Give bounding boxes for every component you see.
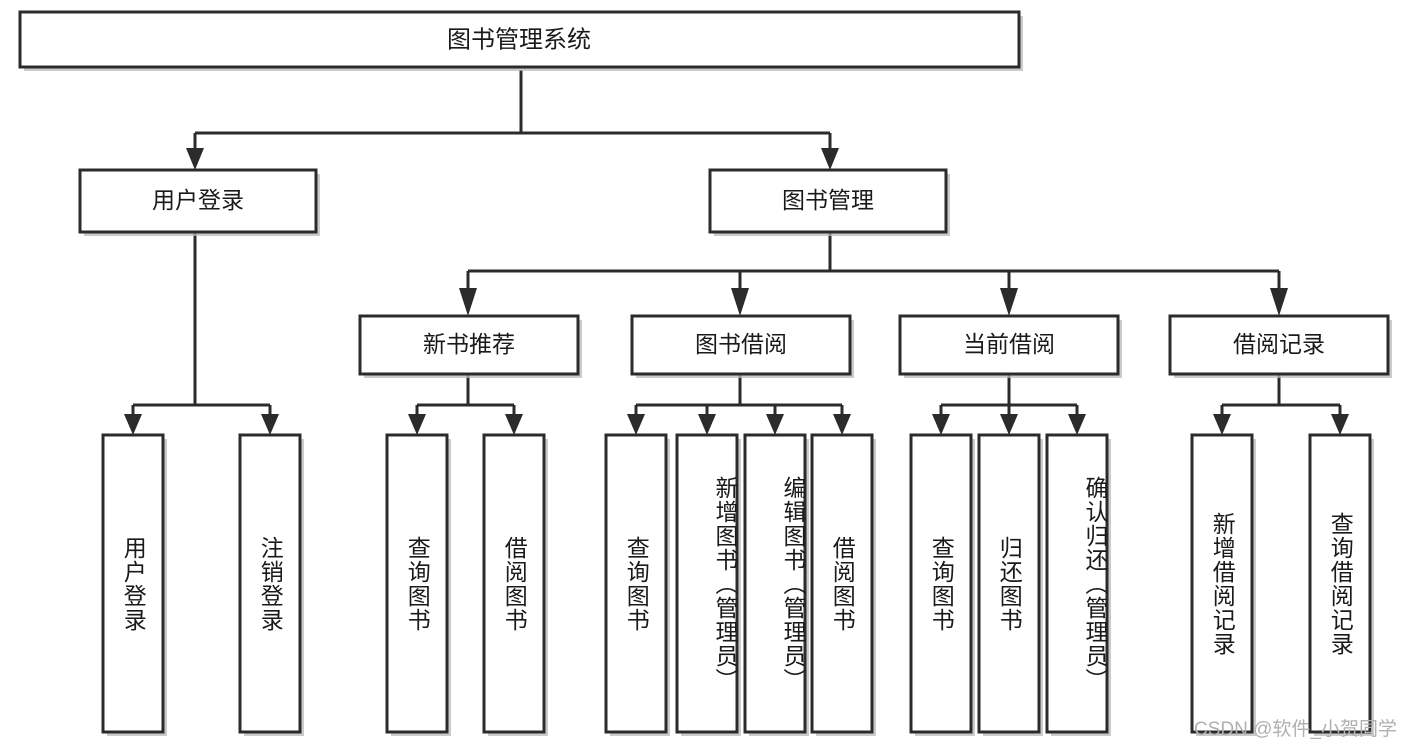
node-user-login-box[interactable]	[78, 168, 318, 234]
node-borrow-record-label: 借阅记录	[1233, 331, 1325, 357]
node-leaf-user-logout[interactable]	[238, 433, 304, 736]
connector-bookborrow-to-leaves	[634, 375, 844, 418]
node-leaf-add-record[interactable]	[1190, 433, 1256, 736]
node-current-borrow[interactable]: 当前借阅	[898, 314, 1122, 378]
arrow-head-current-borrow	[1000, 288, 1018, 316]
node-leaf-query-book-1-box[interactable]	[385, 433, 449, 734]
node-leaf-query-book-2[interactable]	[604, 433, 670, 736]
node-leaf-add-record-box[interactable]	[1190, 433, 1254, 734]
node-book-borrow[interactable]: 图书借阅	[630, 314, 854, 378]
arrow-head-leaf-query-book-2	[627, 414, 645, 435]
node-new-book-recommend-box[interactable]	[358, 314, 580, 376]
csdn-watermark: CSDN @软件_小贺同学	[1194, 719, 1397, 740]
node-leaf-add-book-box[interactable]	[675, 433, 739, 734]
node-leaf-user-logout-box[interactable]	[238, 433, 302, 734]
arrow-head-new-book-recommend	[459, 288, 477, 316]
node-book-manage-box[interactable]	[708, 168, 948, 234]
arrow-head-leaf-query-book-3	[932, 414, 950, 435]
node-leaf-user-login-box[interactable]	[101, 433, 165, 734]
arrow-head-leaf-user-logout	[261, 414, 279, 435]
node-new-book-recommend-label: 新书推荐	[423, 331, 515, 357]
arrow-head-leaf-user-login	[124, 414, 142, 435]
node-leaf-query-book-3-box[interactable]	[909, 433, 973, 734]
node-book-manage[interactable]: 图书管理	[708, 168, 950, 236]
connector-newbook-to-leaves	[415, 375, 516, 418]
arrow-head-leaf-borrow-book-2	[833, 414, 851, 435]
connector-root-to-level2	[193, 70, 832, 150]
connector-bookmanage-to-level3	[466, 232, 1281, 290]
node-leaf-confirm-return[interactable]	[1045, 433, 1111, 736]
node-leaf-borrow-book-2[interactable]	[810, 433, 876, 736]
node-root-label: 图书管理系统	[447, 26, 591, 53]
node-current-borrow-box[interactable]	[898, 314, 1120, 376]
node-book-borrow-box[interactable]	[630, 314, 852, 376]
arrow-head-user-login	[186, 148, 204, 170]
arrow-head-leaf-add-record	[1213, 414, 1231, 435]
arrow-head-book-borrow	[731, 288, 749, 316]
node-user-login[interactable]: 用户登录	[78, 168, 320, 236]
node-book-manage-label: 图书管理	[782, 187, 874, 213]
arrow-head-leaf-query-book-1	[408, 414, 426, 435]
connector-layer	[124, 70, 1349, 435]
node-current-borrow-label: 当前借阅	[963, 331, 1055, 357]
node-leaf-return-book[interactable]	[977, 433, 1043, 736]
arrow-head-borrow-record	[1270, 288, 1288, 316]
node-leaf-query-record-box[interactable]	[1308, 433, 1372, 734]
node-root[interactable]: 图书管理系统	[18, 10, 1023, 71]
node-leaf-return-book-box[interactable]	[977, 433, 1041, 734]
node-leaf-query-record[interactable]	[1308, 433, 1374, 736]
arrow-head-leaf-edit-book	[766, 414, 784, 435]
node-leaf-query-book-2-box[interactable]	[604, 433, 668, 734]
node-leaf-borrow-book-1[interactable]	[482, 433, 548, 736]
node-new-book-recommend[interactable]: 新书推荐	[358, 314, 582, 378]
node-root-box[interactable]	[18, 10, 1021, 69]
node-user-login-label: 用户登录	[152, 187, 244, 213]
node-borrow-record[interactable]: 借阅记录	[1168, 314, 1392, 378]
arrow-head-leaf-add-book	[698, 414, 716, 435]
node-borrow-record-box[interactable]	[1168, 314, 1390, 376]
connector-currentborrow-to-leaves	[939, 375, 1079, 418]
arrow-head-leaf-query-record	[1331, 414, 1349, 435]
node-leaf-query-book-3[interactable]	[909, 433, 975, 736]
node-leaf-confirm-return-box[interactable]	[1045, 433, 1109, 734]
node-leaf-borrow-book-1-box[interactable]	[482, 433, 546, 734]
node-leaf-user-login[interactable]	[101, 433, 167, 736]
node-leaf-edit-book[interactable]	[743, 433, 809, 736]
node-leaf-edit-book-box[interactable]	[743, 433, 807, 734]
arrow-head-leaf-return-book	[1000, 414, 1018, 435]
node-leaf-borrow-book-2-box[interactable]	[810, 433, 874, 734]
arrow-head-leaf-confirm-return	[1068, 414, 1086, 435]
node-leaf-query-book-1[interactable]	[385, 433, 451, 736]
connector-borrowrecord-to-leaves	[1220, 375, 1342, 418]
node-leaf-add-book[interactable]	[675, 433, 741, 736]
arrow-head-book-manage	[821, 148, 839, 170]
node-book-borrow-label: 图书借阅	[695, 331, 787, 357]
arrow-head-leaf-borrow-book-1	[505, 414, 523, 435]
connector-userlogin-to-leaves	[131, 232, 272, 418]
